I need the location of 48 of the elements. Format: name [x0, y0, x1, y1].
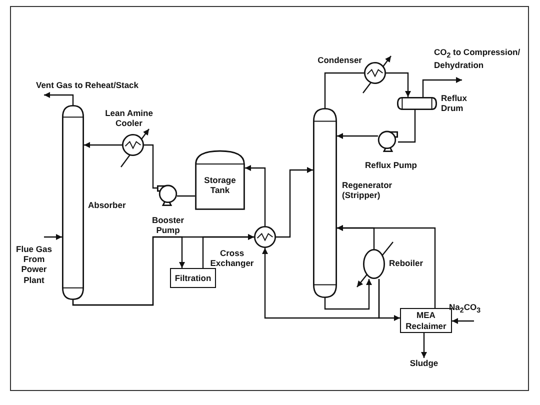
flow-arrow	[378, 279, 400, 321]
flow-arrow	[337, 133, 378, 139]
flow-line	[398, 110, 416, 143]
node-label: Storage Tank	[203, 174, 237, 196]
storage-tank	[195, 150, 245, 210]
stream-label: CO$_{2}$ to Compression/ Dehydration	[434, 47, 532, 80]
regenerator-column	[313, 108, 337, 298]
node-label: MEA Reclaimer	[404, 310, 448, 331]
flow-arrow	[337, 225, 436, 308]
equipment-label: Reboiler	[389, 258, 424, 268]
flow-arrow	[324, 279, 372, 310]
equipment-label: Regenerator (Stripper)	[342, 180, 394, 200]
equipment-label: Reflux Drum	[441, 93, 468, 114]
stream-label: Flue Gas From Power Plant	[12, 237, 56, 289]
flow-arrow	[72, 236, 185, 306]
flow-arrow	[421, 333, 427, 358]
equipment-label: Condenser	[316, 55, 362, 66]
flow-arrow	[245, 165, 266, 226]
equipment-label: Cross Exchanger	[209, 248, 255, 268]
flow-arrow	[262, 248, 380, 319]
equipment-label: Reflux Pump	[365, 160, 418, 170]
heat-exchanger-symbol	[364, 62, 386, 84]
pump-symbol	[378, 130, 398, 152]
pump-symbol	[157, 184, 177, 206]
equipment-label: Booster Pump	[150, 215, 186, 236]
stream-label: Vent Gas to Reheat/Stack	[36, 80, 166, 95]
heat-exchanger-symbol	[122, 134, 144, 156]
flow-arrow	[276, 167, 313, 238]
flow-arrow	[84, 142, 122, 148]
stream-label: Sludge	[404, 358, 444, 370]
equipment-label: Lean Amine Cooler	[104, 108, 154, 128]
stream-label: Na$_{2}$CO$_{3}$	[449, 302, 489, 321]
absorber-column	[62, 105, 84, 300]
flow-line	[177, 195, 195, 197]
process-box	[170, 268, 216, 288]
flow-arrow	[386, 72, 411, 97]
flow-arrow	[422, 77, 462, 97]
flow-arrow	[202, 234, 254, 268]
flow-line	[324, 72, 364, 108]
reflux-drum-vessel	[397, 97, 437, 110]
heat-exchanger-symbol	[254, 226, 276, 248]
flow-arrow	[44, 234, 62, 240]
flow-line	[144, 144, 157, 189]
equipment-label: Absorber	[88, 200, 127, 210]
node-label: Filtration	[174, 272, 212, 284]
flow-arrow	[452, 318, 474, 324]
reboiler-symbol	[363, 249, 385, 279]
flow-arrow	[44, 92, 74, 105]
